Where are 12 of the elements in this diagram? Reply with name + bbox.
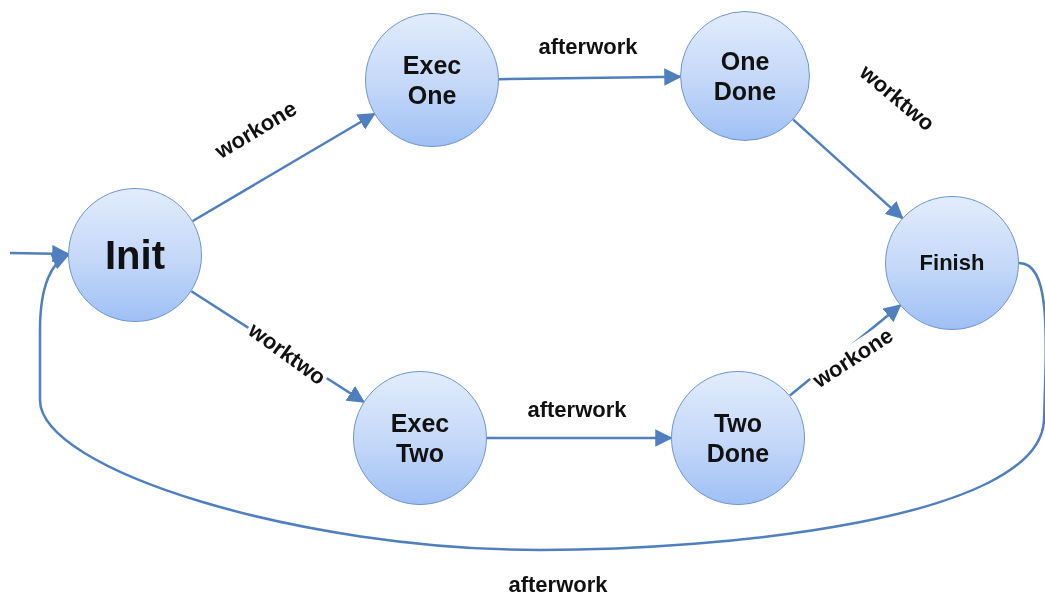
arrow [498, 68, 682, 86]
state-name: Two Done [705, 408, 771, 468]
state-name: Exec One [401, 50, 463, 110]
state-name: One Done [712, 46, 778, 106]
state-name: Finish [918, 249, 986, 277]
state-name: Exec Two [389, 408, 451, 468]
arrow [487, 429, 673, 447]
arrow [792, 118, 904, 220]
arrow [9, 244, 70, 263]
state-name: Init [104, 232, 166, 279]
arrow [192, 112, 376, 223]
arrow [38, 254, 1045, 552]
